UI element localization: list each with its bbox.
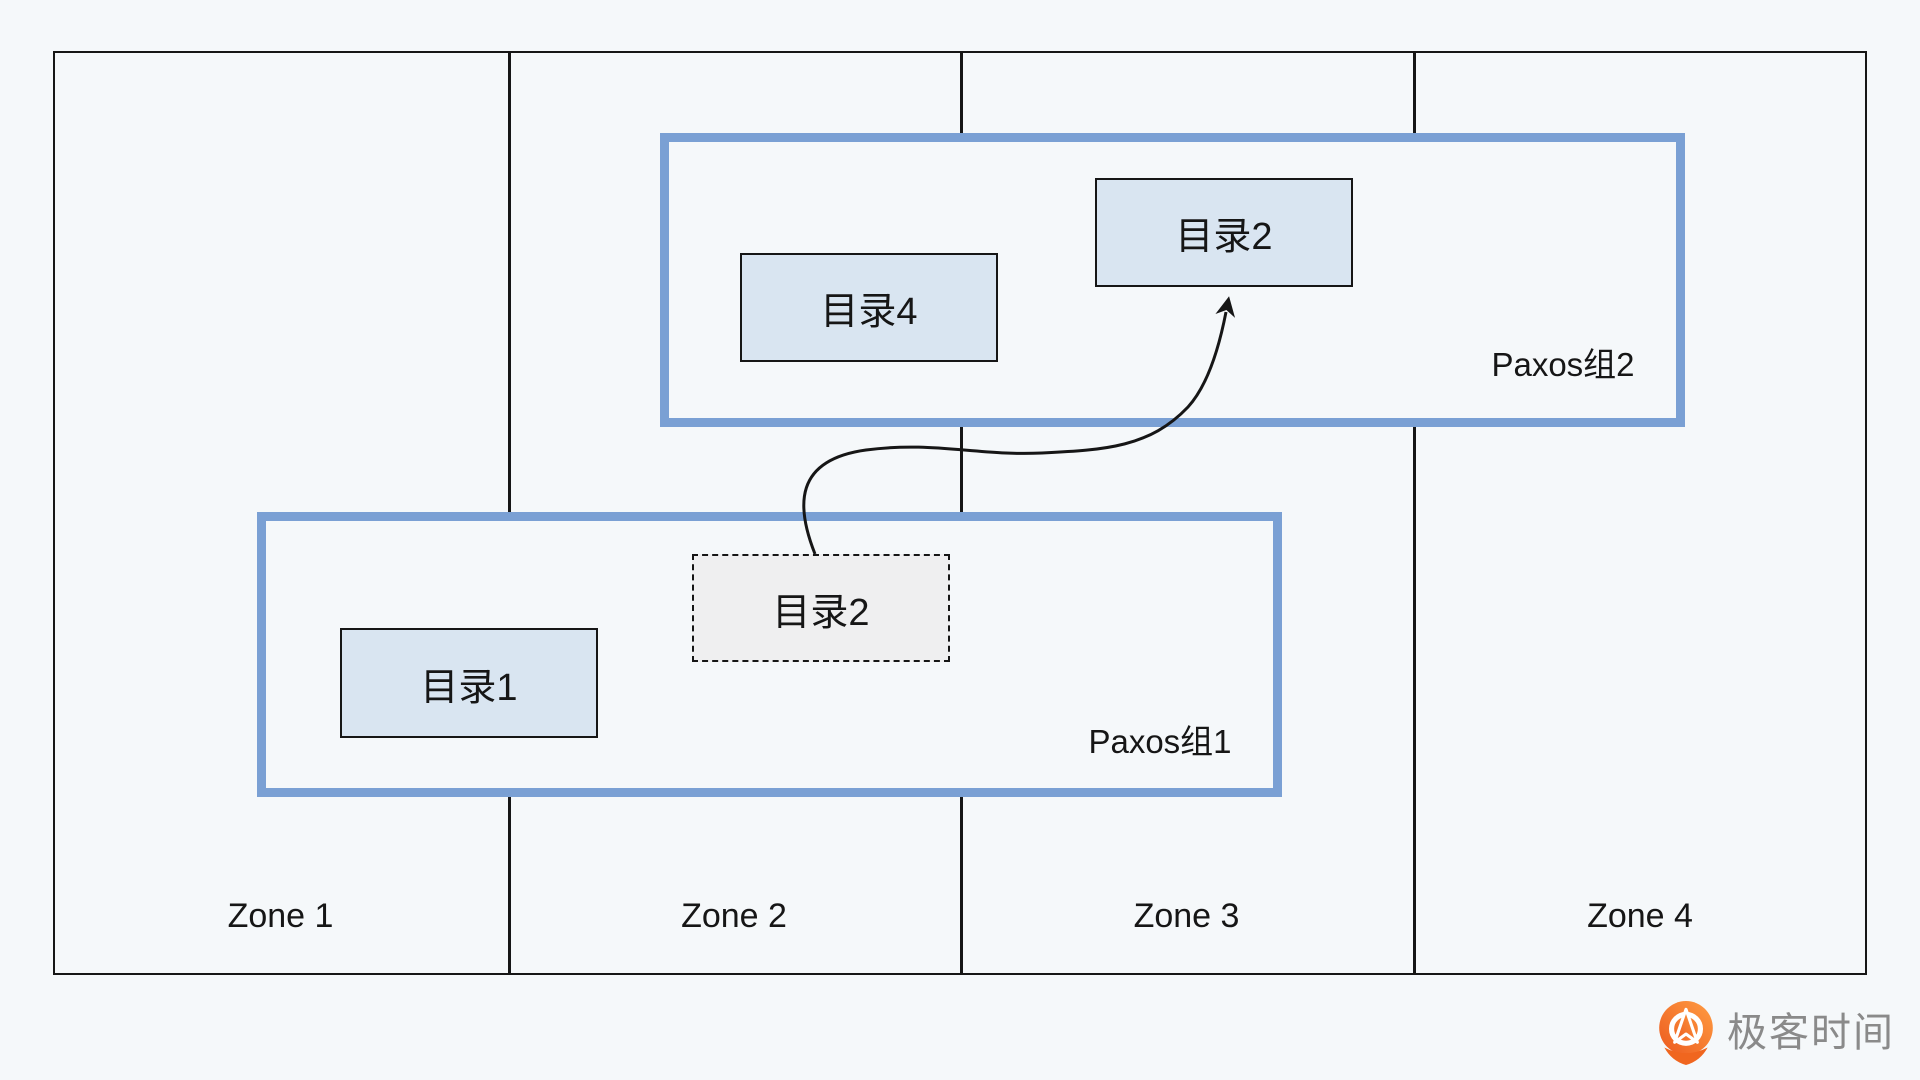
paxos-group-1-label: Paxos组1: [1088, 723, 1232, 760]
directory-label-dir1: 目录1: [420, 666, 518, 709]
zone-label-2: Zone 2: [681, 897, 787, 935]
zone-label-3: Zone 3: [1133, 897, 1240, 935]
directory-label-dir4: 目录4: [820, 291, 918, 333]
directory-label-dir2-target: 目录2: [1175, 216, 1273, 258]
zone-divider-3-4: [1413, 51, 1416, 975]
directory-box-dir2-source-dashed: 目录2: [692, 554, 950, 662]
geektime-logo-icon: [1659, 1001, 1713, 1065]
zone-label-1: Zone 1: [227, 897, 334, 935]
geektime-logo-text: 极客时间: [1727, 1011, 1895, 1055]
paxos-group-2-label: Paxos组2: [1491, 346, 1635, 383]
directory-box-dir1: 目录1: [340, 628, 598, 738]
directory-label-dir2-source: 目录2: [772, 591, 870, 634]
zone-label-4: Zone 4: [1587, 897, 1693, 935]
directory-box-dir2-target: 目录2: [1095, 178, 1353, 287]
directory-box-dir4: 目录4: [740, 253, 998, 362]
geektime-logo: 极客时间: [1655, 1000, 1895, 1066]
